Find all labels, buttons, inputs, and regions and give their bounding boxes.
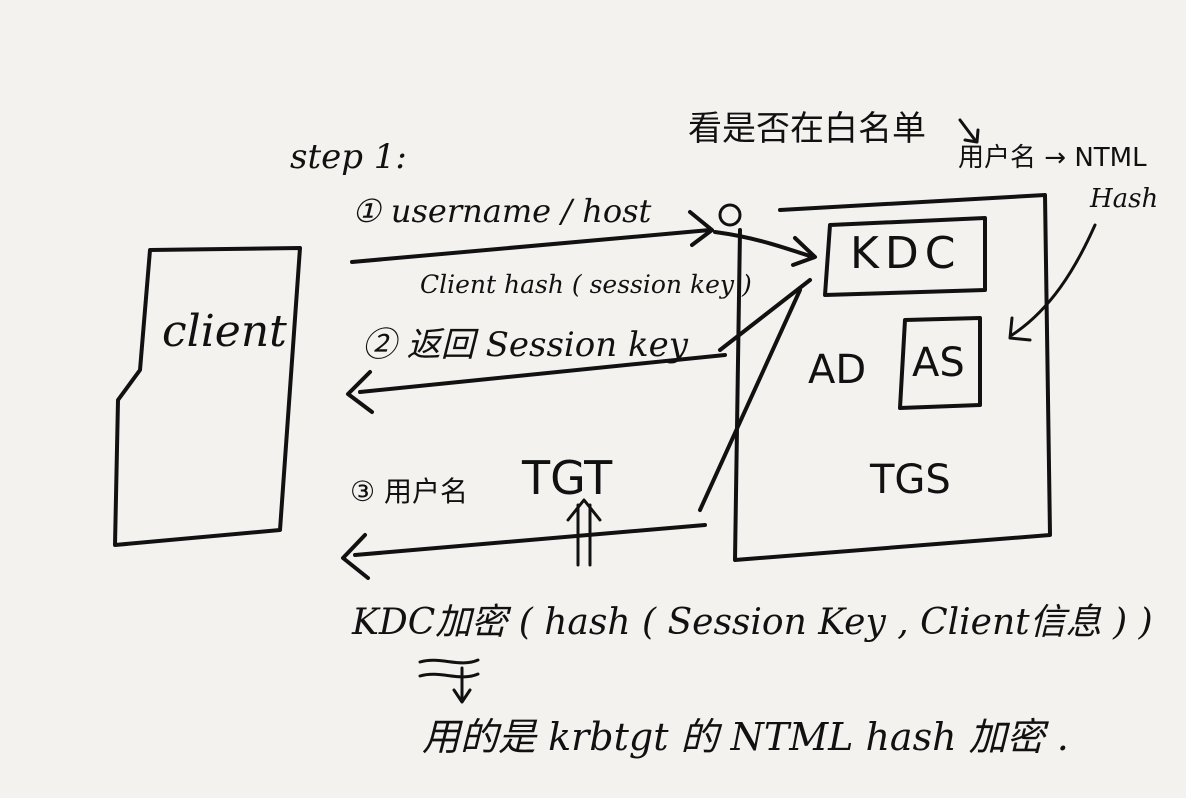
ntml-note-line1: 用户名 → NTML [958, 143, 1147, 173]
as-box [898, 316, 982, 410]
arrow-session-diag [718, 278, 812, 352]
bottom-note: 用的是 krbtgt 的 NTML hash 加密 . [422, 715, 1069, 759]
kdc-box-label: KDC [850, 228, 962, 279]
arrow-session-head [346, 370, 374, 414]
ad-label: AD [808, 347, 867, 393]
arrow2-label: ② 返回 Session key [362, 325, 688, 365]
arrow2-caption: Client hash ( session key ) [420, 270, 752, 299]
arrow-whitelist [958, 118, 977, 142]
arrow3-label: ③ 用户名 [350, 475, 469, 508]
whitelist-marker [718, 203, 742, 227]
arrow-request [350, 228, 712, 264]
arrow-request-head [688, 210, 714, 247]
arrow-tgt-head [341, 533, 370, 580]
tgt-label: TGT [522, 451, 613, 505]
arrow-whitelist-head [963, 128, 980, 144]
arrow-hash-to-as [1010, 223, 1097, 337]
arrow-to-kdc-head [791, 236, 817, 267]
encrypt-underline [418, 658, 480, 679]
arrow1-label: ① username / host [352, 192, 652, 230]
client-label: client [162, 306, 287, 357]
arrow-hash-to-as-head [1008, 316, 1032, 342]
as-box-label: AS [912, 340, 965, 386]
arrow-tgt [353, 523, 707, 557]
tgs-label: TGS [870, 457, 951, 503]
kdc-box [823, 216, 987, 297]
arrow-session [358, 353, 727, 394]
encrypt-down-arrow [452, 666, 472, 704]
arrow-to-kdc [713, 230, 812, 258]
whitelist-note: 看是否在白名单 [688, 109, 926, 149]
kdc-formula: KDC加密 ( hash ( Session Key , Client信息 ) … [352, 602, 1153, 643]
ntml-note-line2: Hash [1090, 184, 1159, 214]
step-label: step 1: [290, 137, 407, 177]
arrow-tgt-diag [698, 288, 802, 512]
client-box [113, 246, 302, 547]
tgt-double-arrow [566, 498, 602, 567]
ad-box [733, 193, 1052, 562]
